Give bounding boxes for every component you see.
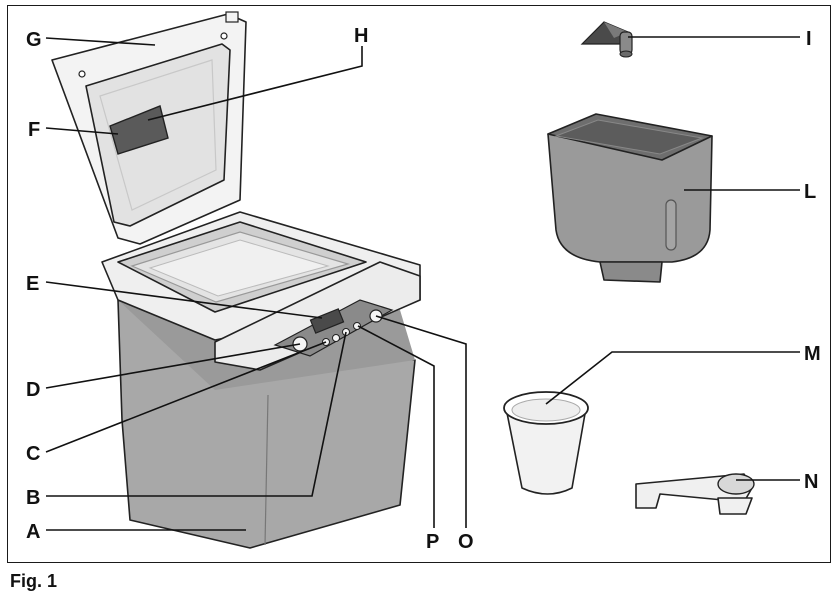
- callout-D: D: [26, 379, 40, 401]
- machine-body: [102, 212, 420, 548]
- callout-M: M: [804, 343, 821, 365]
- callout-I: I: [806, 28, 812, 50]
- callout-L: L: [804, 181, 816, 203]
- figure-caption: Fig. 1: [10, 571, 57, 592]
- callout-N: N: [804, 471, 818, 493]
- callout-O: O: [458, 531, 474, 553]
- callout-P: P: [426, 531, 439, 553]
- callout-C: C: [26, 443, 40, 465]
- leader-M: [546, 352, 800, 404]
- weight-button: [333, 335, 340, 342]
- kneading-paddle: [582, 22, 632, 57]
- callout-A: A: [26, 521, 40, 543]
- callout-B: B: [26, 487, 40, 509]
- callout-F: F: [28, 119, 40, 141]
- callout-G: G: [26, 29, 42, 51]
- measuring-cup: [504, 392, 588, 494]
- bread-pan: [548, 114, 712, 282]
- callout-E: E: [26, 273, 39, 295]
- callout-H: H: [354, 25, 368, 47]
